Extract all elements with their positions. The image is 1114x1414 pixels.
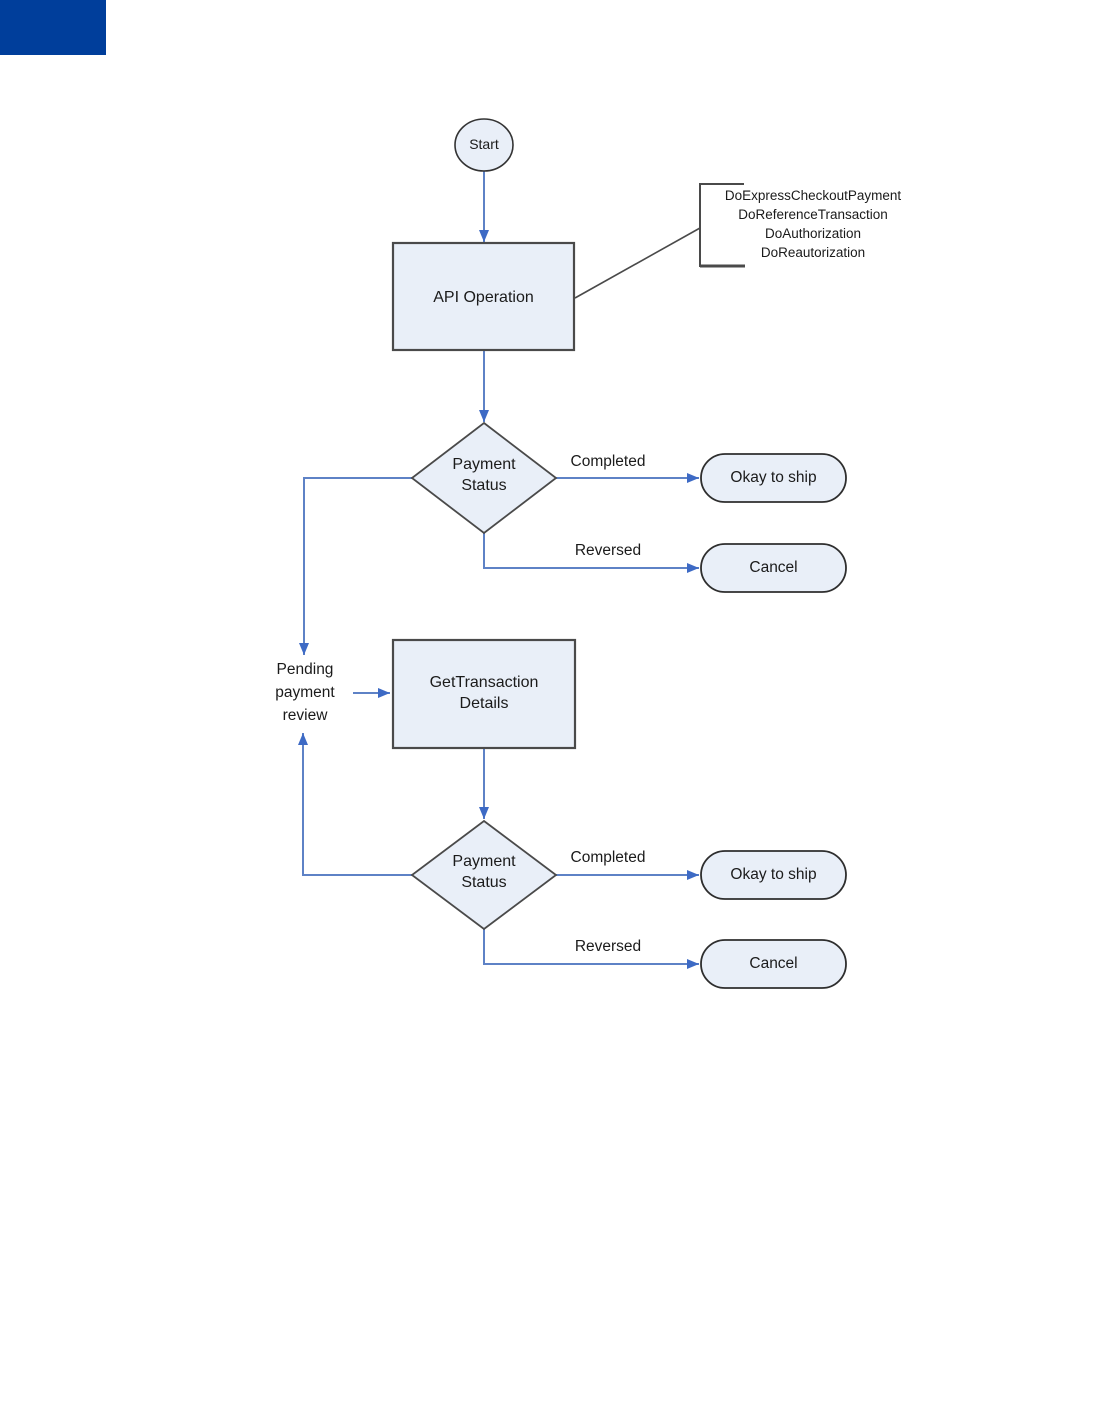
- payment-status-1-diamond: [410, 421, 558, 535]
- completed-2-edge-label: Completed: [570, 849, 646, 866]
- pending-line-1: Pending: [276, 661, 334, 678]
- payment-status-1-line1: Payment: [452, 456, 516, 473]
- header-color-block: [0, 0, 106, 55]
- callout-line-4: DoReautorization: [760, 245, 866, 260]
- payment-status-2-line2: Status: [461, 874, 507, 891]
- cancel-2-pill: [700, 939, 847, 989]
- edge-status2-loop-pending: [298, 733, 412, 876]
- cancel-1-label: Cancel: [749, 559, 798, 576]
- okay-to-ship-2-pill: [700, 850, 847, 900]
- reversed-1-edge-label: Reversed: [574, 542, 642, 559]
- get-transaction-line2: Details: [459, 695, 509, 712]
- pending-line-2: payment: [275, 684, 335, 701]
- get-transaction-line1: GetTransaction: [429, 674, 539, 691]
- callout-line-1: DoExpressCheckoutPayment: [724, 188, 902, 203]
- edge-status1-pending: [299, 477, 412, 655]
- cancel-1-pill: [700, 543, 847, 593]
- cancel-2-label: Cancel: [749, 955, 798, 972]
- payment-status-1-label: Payment Status: [404, 454, 564, 496]
- start-node-label: Start: [469, 136, 499, 152]
- edge-status2-reversed: [483, 929, 699, 969]
- get-transaction-details-box: [391, 638, 577, 750]
- completed-1-edge-label: Completed: [570, 453, 646, 470]
- payment-status-2-diamond: [410, 819, 558, 931]
- callout-line-3: DoAuthorization: [764, 226, 862, 241]
- pending-line-3: review: [282, 707, 328, 724]
- edge-status1-reversed: [483, 533, 699, 573]
- okay-to-ship-1-label: Okay to ship: [730, 469, 817, 486]
- get-transaction-details-label: GetTransaction Details: [393, 672, 575, 714]
- api-operation-box: [391, 241, 576, 352]
- api-operation-label: API Operation: [433, 289, 534, 306]
- pending-payment-review-label: Pending payment review: [255, 658, 355, 727]
- reversed-2-edge-label: Reversed: [574, 938, 642, 955]
- okay-to-ship-2-label: Okay to ship: [730, 866, 817, 883]
- okay-to-ship-1-pill: [700, 453, 847, 503]
- callout-line-2: DoReferenceTransaction: [738, 207, 888, 222]
- payment-status-2-line1: Payment: [452, 853, 516, 870]
- callout-text: DoExpressCheckoutPayment DoReferenceTran…: [698, 186, 928, 262]
- callout-leader-line: [574, 227, 701, 299]
- payment-status-2-label: Payment Status: [404, 851, 564, 893]
- start-node-shape: [454, 118, 514, 172]
- payment-status-1-line2: Status: [461, 477, 507, 494]
